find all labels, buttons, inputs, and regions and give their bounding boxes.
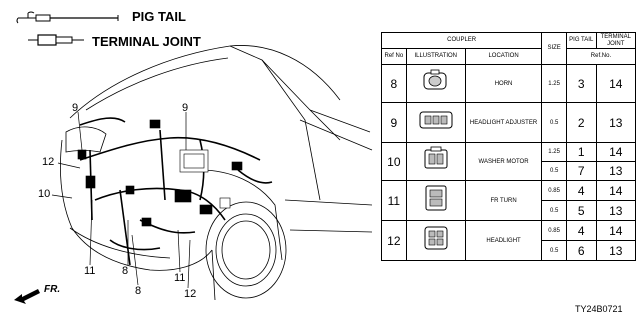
ref-cell: 11 xyxy=(381,180,407,221)
callout-11-right: 11 xyxy=(174,272,186,284)
terminal-joint-header: TERMINAL JOINT xyxy=(595,32,637,49)
pig-tail-cell: 5 xyxy=(565,200,597,221)
size-cell: 1.25 xyxy=(541,142,567,162)
fr-turn-connector-icon xyxy=(425,185,447,211)
pig-tail-label: PIG TAIL xyxy=(132,9,186,24)
table-row: 9 HEADLIGHT ADJUSTER 0.5 2 13 xyxy=(381,102,637,143)
terminal-joint-label: TERMINAL JOINT xyxy=(92,34,201,49)
ref-cell: 12 xyxy=(381,220,407,261)
terminal-joint-cell: 14 xyxy=(595,180,637,201)
coupler-table: COUPLER SIZE PIG TAIL TERMINAL JOINT Ref… xyxy=(380,32,637,261)
leader-lines xyxy=(51,111,191,289)
washer-motor-connector-icon xyxy=(424,146,448,169)
terminal-joint-cell: 13 xyxy=(595,102,637,143)
location-header: LOCATION xyxy=(464,48,543,65)
ref-cell: 9 xyxy=(381,102,407,143)
pig-tail-header: PIG TAIL xyxy=(565,32,597,49)
diagram-code: TY24B0721 xyxy=(575,304,623,314)
location-cell: HEADLIGHT xyxy=(464,220,543,261)
ref-no-header: Ref No xyxy=(381,48,407,65)
size-cell: 0.5 xyxy=(541,161,567,181)
headlight-connector-icon xyxy=(424,226,448,250)
callout-8-lower: 8 xyxy=(135,285,142,297)
table-row: 11 FR TURN 0.85 4 14 xyxy=(381,180,637,221)
size-cell: 0.85 xyxy=(541,220,567,241)
connector-illustration xyxy=(405,64,466,103)
location-cell: HORN xyxy=(464,64,543,103)
legend-symbols xyxy=(16,11,119,46)
callout-12-left: 12 xyxy=(42,156,55,168)
pig-tail-cell: 4 xyxy=(565,220,597,241)
front-direction-arrow-icon xyxy=(14,289,40,304)
pig-tail-cell: 7 xyxy=(565,161,597,181)
pig-tail-icon xyxy=(16,11,119,24)
illustration-header: ILLUSTRATION xyxy=(405,48,466,65)
table-row: 0.5 5 13 xyxy=(382,200,637,221)
pig-tail-cell: 1 xyxy=(565,142,597,162)
table-row: 12 HEADLIGHT 0.85 4 14 xyxy=(381,220,637,261)
horn-connector-icon xyxy=(423,69,447,90)
table-row: 0.5 6 13 xyxy=(382,240,637,261)
pig-tail-cell: 2 xyxy=(565,102,597,143)
size-cell: 0.5 xyxy=(541,240,567,261)
coupler-header: COUPLER xyxy=(380,32,543,49)
terminal-joint-cell: 13 xyxy=(595,200,637,221)
location-cell: FR TURN xyxy=(464,180,543,221)
pig-tail-cell: 6 xyxy=(565,240,597,261)
ref-no-span-header: Ref.No. xyxy=(565,48,637,65)
table-row: 8 HORN 1.25 3 14 xyxy=(381,64,637,103)
table-row: 10 WASHER MOTOR 1.25 1 14 xyxy=(381,142,637,181)
pig-tail-cell: 3 xyxy=(565,64,597,103)
ref-cell: 10 xyxy=(381,142,407,181)
callout-11-left: 11 xyxy=(84,265,96,277)
connector-illustration xyxy=(405,180,466,221)
ref-cell: 8 xyxy=(381,64,407,103)
terminal-joint-cell: 14 xyxy=(595,64,637,103)
front-direction-label: FR. xyxy=(44,284,61,295)
connector-illustration xyxy=(405,220,466,261)
size-cell: 0.85 xyxy=(541,180,567,201)
car-body-outline xyxy=(60,45,373,301)
terminal-joint-cell: 13 xyxy=(595,240,637,261)
connector-illustration xyxy=(405,142,466,181)
table-row: 0.5 7 13 xyxy=(382,161,637,181)
pig-tail-cell: 4 xyxy=(565,180,597,201)
terminal-joint-cell: 14 xyxy=(595,220,637,241)
engine-room-harness-diagram xyxy=(14,45,373,304)
callout-9-left: 9 xyxy=(72,102,79,114)
location-cell: HEADLIGHT ADJUSTER xyxy=(464,102,543,143)
size-cell: 0.5 xyxy=(541,200,567,221)
callout-10: 10 xyxy=(38,188,51,200)
callout-9-center: 9 xyxy=(182,102,189,114)
terminal-joint-cell: 13 xyxy=(595,161,637,181)
callout-8-upper: 8 xyxy=(122,265,129,277)
connector-illustration xyxy=(405,102,466,143)
location-cell: WASHER MOTOR xyxy=(464,142,543,181)
size-cell: 0.5 xyxy=(541,102,567,143)
terminal-joint-cell: 14 xyxy=(595,142,637,162)
connector-blocks xyxy=(77,119,243,227)
size-cell: 1.25 xyxy=(541,64,567,103)
callout-12-right: 12 xyxy=(184,288,197,300)
headlight-adjuster-connector-icon xyxy=(419,111,453,129)
size-header: SIZE xyxy=(541,32,567,65)
terminal-joint-icon xyxy=(28,34,84,46)
